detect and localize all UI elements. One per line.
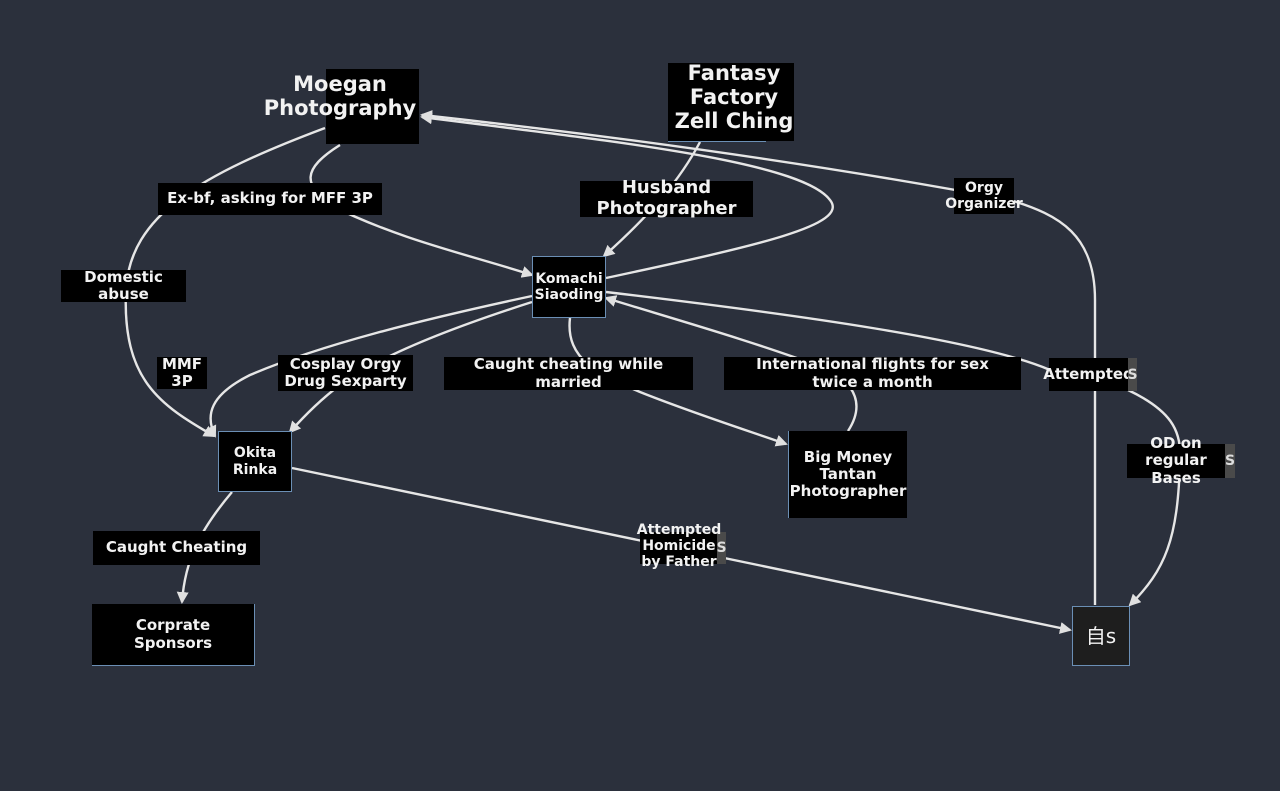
label-attempted-s: S [1127,358,1138,391]
label-od-s: S [1225,444,1235,478]
label-attempted-homicide: Attempted Homicide by Father [636,521,722,571]
node-self[interactable]: 自s [1072,606,1130,666]
label-cosplay-orgy: Cosplay Orgy Drug Sexparty [278,355,413,391]
label-homicide-bg [640,532,717,564]
node-corprate-sponsors[interactable]: Corprate Sponsors [92,604,255,666]
node-moegan-photography[interactable]: Moegan Photography [263,71,417,120]
label-husband-photographer: Husband Photographer [580,177,753,219]
node-fantasy-factory[interactable]: Fantasy Factory Zell Ching [674,60,794,134]
label-orgy-organizer: Orgy Organizer [945,178,1023,214]
node-moegan-bg [326,69,419,144]
label-od-regular-bases: OD on regular Bases [1127,435,1225,486]
label-international-flights: International flights for sex twice a mo… [724,356,1021,390]
label-mmf-3p: MMF 3P [157,355,207,390]
label-domestic-abuse: Domestic abuse [61,268,186,303]
node-big-money[interactable]: Big Money Tantan Photographer [788,431,907,518]
label-attempted: Attempted [1043,358,1134,391]
edge-komachi-bigmoney [568,317,788,447]
label-caught-cheating: Caught Cheating [93,531,260,565]
node-fantasy-bg2 [668,63,794,141]
edge-orgy-organizer [420,110,1097,605]
label-caught-cheating-married: Caught cheating while married [444,356,693,390]
edge-komachi-moegan-loop [420,112,834,280]
label-exbf: Ex-bf, asking for MFF 3P [158,183,382,215]
node-komachi-siaoding[interactable]: Komachi Siaoding [532,256,606,318]
edge-od-self [1127,388,1182,607]
label-homicide-s: S [716,532,727,564]
node-okita-rinka[interactable]: Okita Rinka [218,431,292,492]
